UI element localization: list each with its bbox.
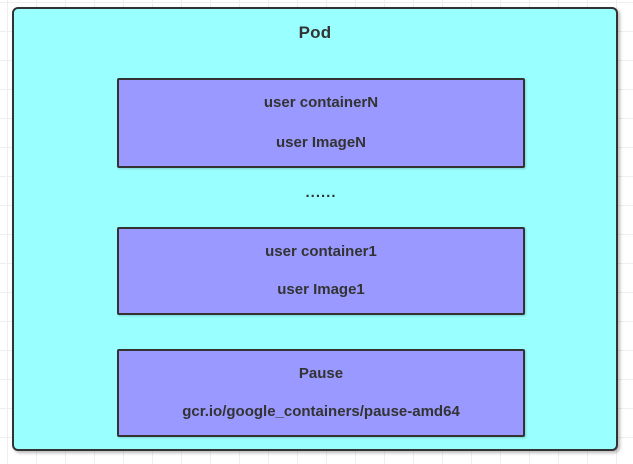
user-container-n-name: user containerN [263, 94, 379, 111]
user-container-n-image: user ImageN [275, 134, 367, 151]
pause-container-box: Pause gcr.io/google_containers/pause-amd… [117, 349, 525, 437]
user-container-1-name: user container1 [265, 243, 377, 260]
pause-container-name: Pause [298, 365, 344, 382]
pod-title: Pod [298, 23, 332, 42]
pod-box: Pod user containerN user ImageN ...... u… [12, 7, 618, 451]
user-container-n-box: user containerN user ImageN [117, 78, 525, 168]
pause-container-image: gcr.io/google_containers/pause-amd64 [182, 403, 460, 420]
user-container-1-image: user Image1 [277, 281, 365, 298]
more-containers-ellipsis: ...... [305, 184, 337, 201]
user-container-1-box: user container1 user Image1 [117, 227, 525, 315]
